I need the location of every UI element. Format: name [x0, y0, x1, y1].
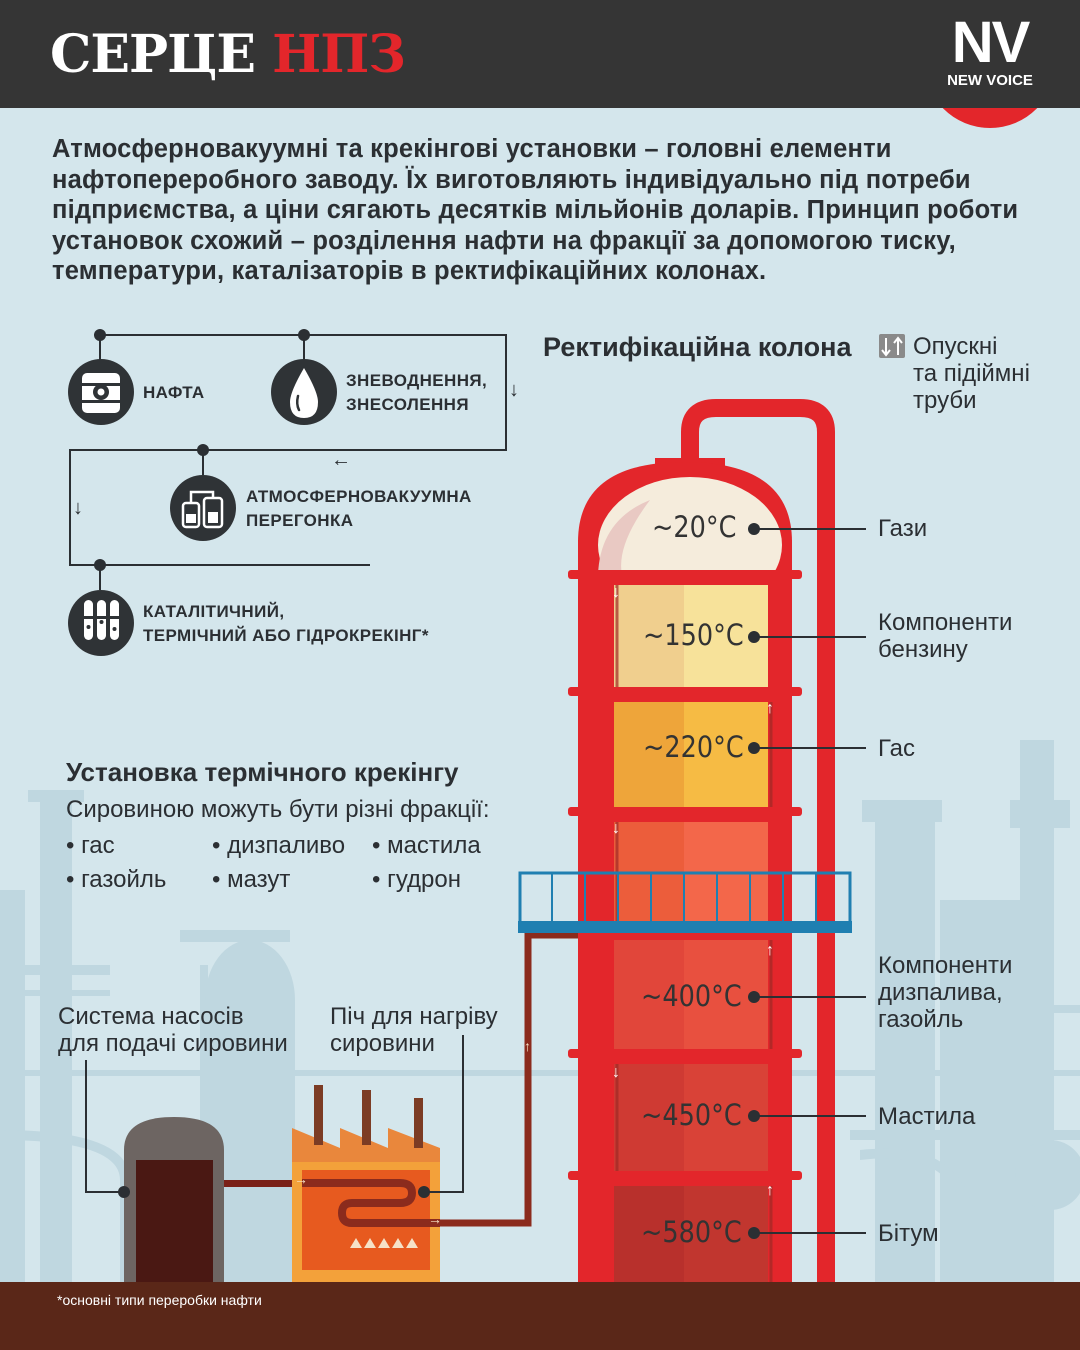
- oil-barrel-icon: [68, 359, 134, 425]
- service-platform: [518, 871, 852, 933]
- bullet: •: [372, 866, 381, 893]
- temp-section-7: ~580°C: [641, 1215, 742, 1249]
- pumps-label-line1: Система насосів: [58, 1003, 244, 1030]
- page-title: СЕРЦЕ НПЗ: [50, 24, 406, 86]
- feedstock-label: газойль: [81, 866, 167, 893]
- step-dehydration-line1: ЗНЕВОДНЕННЯ,: [346, 371, 488, 390]
- feedstock-item: • дизпаливо: [212, 832, 345, 860]
- header-bar: [0, 0, 1080, 108]
- feedstock-label: дизпаливо: [227, 832, 346, 859]
- footnote: *основні типи переробки нафти: [57, 1292, 262, 1308]
- test-tubes-icon: [68, 590, 134, 656]
- leader-lines: [754, 528, 866, 1234]
- step-distillation-line2: ПЕРЕГОНКА: [246, 511, 354, 530]
- flow-arrow-up: ↑: [766, 700, 774, 717]
- pumps-label-line2: для подачі сировини: [58, 1030, 288, 1057]
- bullet: •: [212, 866, 221, 893]
- temp-section-6: ~450°C: [641, 1098, 742, 1132]
- product-bitumen: Бітум: [878, 1220, 939, 1247]
- logo-sub: NEW VOICE: [947, 72, 1033, 89]
- furnace-label-line1: Піч для нагріву: [330, 1003, 498, 1030]
- heating-furnace: [292, 1085, 440, 1282]
- pump-system: [124, 1117, 296, 1282]
- title-red: НПЗ: [272, 24, 406, 85]
- product-diesel-line1: Компоненти: [878, 952, 1013, 979]
- intro-text: Атмосферновакуумні та крекінгові установ…: [52, 135, 1019, 285]
- step-cracking-line1: КАТАЛІТИЧНИЙ,: [143, 602, 285, 621]
- step-oil-label: НАФТА: [143, 383, 205, 402]
- step-distillation: АТМОСФЕРНОВАКУУМНА ПЕРЕГОНКА: [246, 485, 472, 533]
- feedstock-label: мастила: [387, 832, 481, 859]
- pipes-legend-line2: та підіймні: [913, 360, 1030, 387]
- flow-arrow-down: ↓: [612, 1064, 620, 1081]
- bullet: •: [66, 832, 75, 859]
- flow-arrow-down: ↓: [612, 820, 620, 837]
- flow-arrow-down-left: ↓: [73, 497, 83, 519]
- step-distillation-line1: АТМОСФЕРНОВАКУУМНА: [246, 487, 472, 506]
- product-diesel-line3: газойль: [878, 1006, 964, 1033]
- pumps-label: Система насосів для подачі сировини: [58, 1003, 288, 1057]
- title-white: СЕРЦЕ: [50, 24, 256, 85]
- flow-arrow-up: ↑: [766, 1182, 774, 1199]
- feedstock-item: • гас: [66, 832, 115, 860]
- leader-dots: [748, 523, 760, 1239]
- feedstock-label: мазут: [227, 866, 291, 893]
- background-refinery-silhouette: [0, 740, 1080, 1290]
- step-cracking: КАТАЛІТИЧНИЙ, ТЕРМІЧНИЙ АБО ГІДРОКРЕКІНГ…: [143, 600, 429, 648]
- logo-main: NV: [951, 10, 1031, 75]
- bullet: •: [212, 832, 221, 859]
- temp-section-2: ~150°C: [643, 618, 744, 652]
- flow-arrow-up: ↑: [524, 1038, 531, 1054]
- feedstock-label: гас: [81, 832, 115, 859]
- pipes-legend: Опускні та підіймні труби: [913, 333, 1030, 414]
- step-cracking-line2: ТЕРМІЧНИЙ АБО ГІДРОКРЕКІНГ*: [143, 626, 429, 645]
- pipes-legend-line1: Опускні: [913, 333, 998, 360]
- product-gasoline-line2: бензину: [878, 636, 968, 663]
- water-drop-icon: [271, 359, 337, 425]
- step-oil: НАФТА: [143, 381, 205, 405]
- plant-leader-lines: [85, 1035, 464, 1193]
- product-gases: Гази: [878, 515, 928, 542]
- up-down-arrows-icon: [879, 334, 905, 358]
- feedstock-label: гудрон: [387, 866, 461, 893]
- feedstock-item: • мазут: [212, 866, 290, 894]
- pipes-legend-line3: труби: [913, 387, 977, 414]
- ground: [0, 1282, 1080, 1350]
- product-oils: Мастила: [878, 1103, 976, 1130]
- flow-arrow-up: ↑: [766, 942, 774, 959]
- flow-arrow-right: →: [294, 1171, 308, 1187]
- product-kerosene: Гас: [878, 735, 915, 762]
- temp-section-5: ~400°C: [641, 979, 742, 1013]
- product-diesel-line2: дизпалива,: [878, 979, 1003, 1006]
- product-diesel: Компоненти дизпалива, газойль: [878, 952, 1012, 1033]
- feedstock-item: • газойль: [66, 866, 166, 894]
- feedstock-item: • мастила: [372, 832, 481, 860]
- product-gasoline-line1: Компоненти: [878, 609, 1013, 636]
- furnace-label: Піч для нагріву сировини: [330, 1003, 498, 1057]
- temp-section-3: ~220°C: [643, 730, 744, 764]
- cracking-subtitle: Сировиною можуть бути різні фракції:: [66, 796, 490, 823]
- furnace-label-line2: сировини: [330, 1030, 435, 1057]
- bullet: •: [372, 832, 381, 859]
- feedstock-item: • гудрон: [372, 866, 461, 894]
- flow-arrow-down-right: ↓: [509, 379, 519, 401]
- flow-arrow-left: ←: [331, 449, 351, 471]
- temp-section-1: ~20°C: [652, 510, 737, 544]
- step-dehydration-line2: ЗНЕСОЛЕННЯ: [346, 395, 469, 414]
- bullet: •: [66, 866, 75, 893]
- product-gasoline: Компоненти бензину: [878, 609, 1012, 663]
- feed-pipe: [440, 931, 620, 1227]
- flow-arrow-right: →: [428, 1211, 442, 1227]
- column-title: Ректифікаційна колона: [543, 332, 852, 362]
- step-dehydration: ЗНЕВОДНЕННЯ, ЗНЕСОЛЕННЯ: [346, 369, 487, 417]
- distillation-tanks-icon: [170, 475, 236, 541]
- flow-arrow-down: ↓: [612, 584, 620, 601]
- process-flow-nodes: [94, 329, 310, 571]
- cracking-title: Установка термічного крекінгу: [66, 757, 459, 787]
